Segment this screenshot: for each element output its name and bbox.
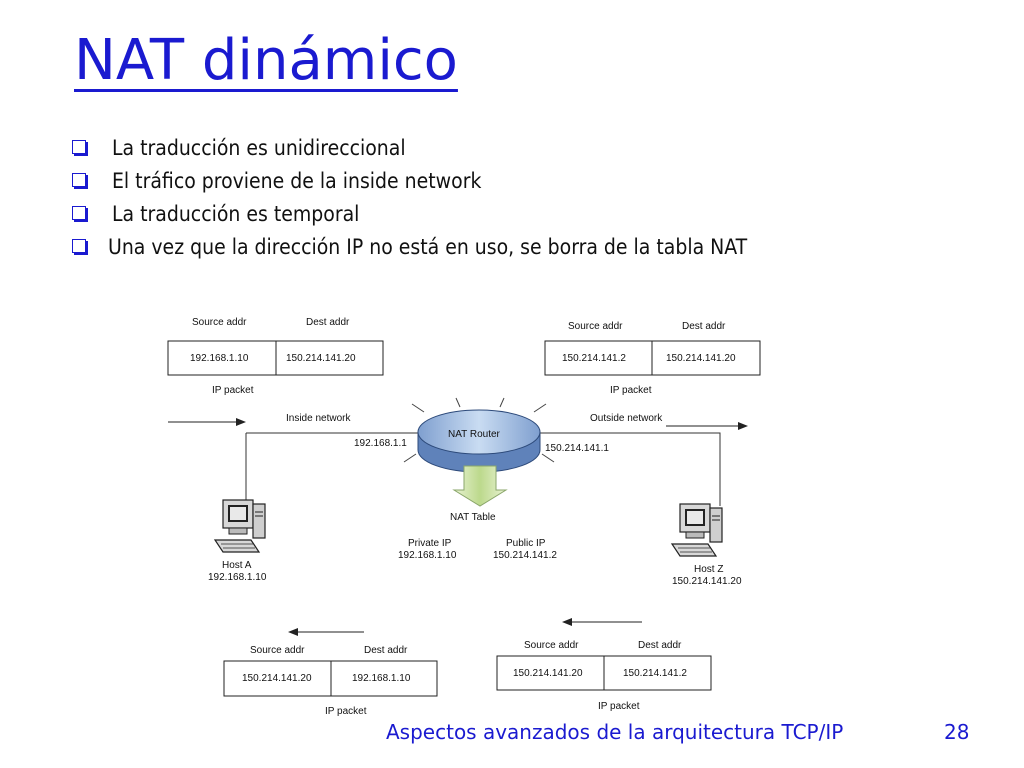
dest-addr-label: Dest addr — [306, 317, 350, 328]
source-addr-label: Source addr — [250, 645, 305, 656]
bullet-text: La traducción es unidireccional — [112, 136, 406, 160]
packet-top-right: Source addr Dest addr 150.214.141.2 150.… — [544, 321, 761, 396]
dest-addr-value: 150.214.141.20 — [666, 353, 736, 364]
nat-table-label: NAT Table — [450, 512, 496, 523]
packet-top-left: Source addr Dest addr 192.168.1.10 150.2… — [167, 317, 384, 396]
router-outside-ip: 150.214.141.1 — [545, 443, 609, 454]
host-a-name: Host A — [222, 560, 252, 571]
arrow-head-icon — [288, 628, 298, 636]
page-number: 28 — [944, 720, 970, 744]
host-a: Host A 192.168.1.10 — [208, 499, 267, 583]
source-addr-label: Source addr — [524, 640, 579, 651]
checkbox-bullet-icon — [72, 140, 86, 154]
source-addr-value: 150.214.141.2 — [562, 353, 626, 364]
source-addr-label: Source addr — [568, 321, 623, 332]
host-a-ip: 192.168.1.10 — [208, 572, 267, 583]
host-z: Host Z 150.214.141.20 — [671, 503, 742, 587]
bullet-text: Una vez que la dirección IP no está en u… — [108, 235, 748, 259]
dest-addr-label: Dest addr — [638, 640, 682, 651]
host-z-ip: 150.214.141.20 — [672, 576, 742, 587]
dest-addr-value: 150.214.141.2 — [623, 668, 687, 679]
host-z-name: Host Z — [694, 564, 723, 575]
computer-icon — [671, 503, 723, 557]
source-addr-label: Source addr — [192, 317, 247, 328]
dest-addr-value: 192.168.1.10 — [352, 673, 411, 684]
computer-icon — [214, 499, 266, 553]
router-label: NAT Router — [448, 429, 501, 440]
dest-addr-label: Dest addr — [364, 645, 408, 656]
dest-addr-label: Dest addr — [682, 321, 726, 332]
packet-bottom-right: Source addr Dest addr 150.214.141.20 150… — [496, 618, 712, 712]
footer-text: Aspectos avanzados de la arquitectura TC… — [386, 720, 844, 744]
packet-caption: IP packet — [325, 706, 367, 717]
checkbox-bullet-icon — [72, 206, 86, 220]
arrow-head-icon — [562, 618, 572, 626]
source-addr-value: 192.168.1.10 — [190, 353, 249, 364]
bullet-text: La traducción es temporal — [112, 202, 360, 226]
checkbox-bullet-icon — [72, 239, 86, 253]
nat-router: NAT Router — [403, 397, 555, 473]
source-addr-value: 150.214.141.20 — [242, 673, 312, 684]
checkbox-bullet-icon — [72, 173, 86, 187]
private-ip-header: Private IP — [408, 538, 452, 549]
dest-addr-value: 150.214.141.20 — [286, 353, 356, 364]
down-arrow-icon — [452, 465, 508, 507]
packet-caption: IP packet — [598, 701, 640, 712]
packet-bottom-left: Source addr Dest addr 150.214.141.20 192… — [223, 628, 438, 717]
public-ip-header: Public IP — [506, 538, 546, 549]
source-addr-value: 150.214.141.20 — [513, 668, 583, 679]
private-ip-value: 192.168.1.10 — [398, 550, 457, 561]
bullet-text: El tráfico proviene de la inside network — [112, 169, 482, 193]
public-ip-value: 150.214.141.2 — [493, 550, 557, 561]
nat-table: NAT Table Private IP Public IP 192.168.1… — [398, 512, 557, 561]
slide-title: NAT dinámico — [74, 28, 458, 93]
packet-caption: IP packet — [212, 385, 254, 396]
arrow-head-icon — [236, 418, 246, 426]
arrow-head-icon — [738, 422, 748, 430]
router-inside-ip: 192.168.1.1 — [354, 438, 407, 449]
outside-network-label: Outside network — [590, 413, 663, 424]
inside-network-label: Inside network — [286, 413, 351, 424]
packet-caption: IP packet — [610, 385, 652, 396]
